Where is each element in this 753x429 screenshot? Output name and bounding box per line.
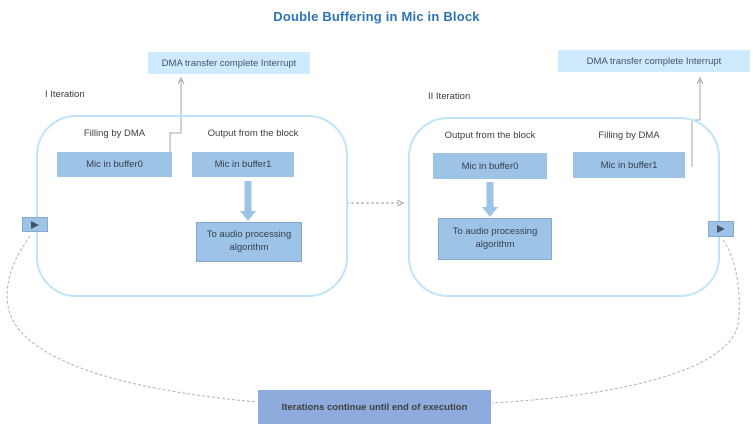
iter1-audio-processing-box: To audio processing algorithm bbox=[196, 222, 302, 262]
diagram-title: Double Buffering in Mic in Block bbox=[273, 9, 480, 24]
entry-marker bbox=[22, 217, 48, 232]
iter2-audio-processing-box: To audio processing algorithm bbox=[438, 218, 552, 260]
iter2-buffer1-box: Mic in buffer1 bbox=[573, 152, 685, 178]
exit-marker bbox=[708, 221, 734, 237]
iter2-col1-header: Output from the block bbox=[444, 130, 536, 141]
play-triangle-icon bbox=[31, 220, 39, 229]
play-triangle-icon bbox=[717, 225, 725, 233]
iter1-buffer1-box: Mic in buffer1 bbox=[192, 152, 294, 177]
dma-interrupt-box-left: DMA transfer complete Interrupt bbox=[148, 52, 310, 74]
iteration-2-label: II Iteration bbox=[428, 91, 471, 102]
iter1-buffer0-box: Mic in buffer0 bbox=[57, 152, 172, 177]
iteration-1-container bbox=[36, 115, 348, 297]
iteration-1-label: I Iteration bbox=[45, 89, 85, 100]
dma-interrupt-box-right: DMA transfer complete Interrupt bbox=[558, 50, 750, 72]
iter2-col2-header: Filling by DMA bbox=[598, 130, 660, 141]
iteration-2-container bbox=[408, 117, 720, 297]
iter1-col1-header: Filling by DMA bbox=[83, 128, 146, 139]
iter1-col2-header: Output from the block bbox=[207, 128, 299, 139]
iter2-buffer0-box: Mic in buffer0 bbox=[433, 153, 547, 179]
iterations-continue-box: Iterations continue until end of executi… bbox=[258, 390, 491, 424]
